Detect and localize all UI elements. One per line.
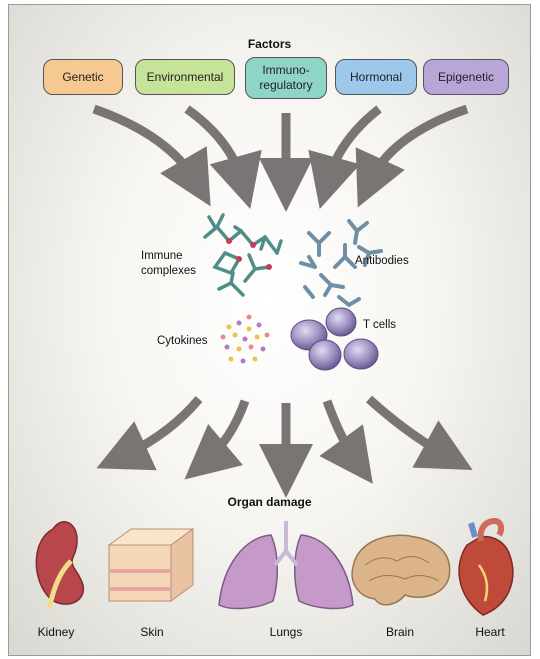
output-arrows [96, 395, 473, 498]
organ-label-heart: Heart [475, 625, 505, 639]
heart-icon [458, 517, 514, 616]
cytokines-graphic [220, 314, 270, 364]
factor-epigenetic-label: Epigenetic [437, 69, 495, 84]
arrow-to-kidney [96, 396, 203, 471]
t-cells-label: T cells [363, 319, 397, 331]
antibodies-label: Antibodies [355, 255, 409, 267]
factor-immunoregulatory-label: Immuno- regulatory [259, 63, 313, 92]
arrow-to-heart [365, 395, 473, 471]
factor-genetic-label: Genetic [62, 69, 104, 84]
arrow-environmental [184, 105, 262, 210]
factor-environmental-label: Environmental [146, 69, 224, 84]
organ-label-skin: Skin [140, 625, 164, 639]
lungs-icon [218, 521, 354, 610]
arrow-to-skin [184, 399, 250, 480]
factor-epigenetic: Epigenetic [423, 59, 509, 95]
antibodies-graphic [299, 219, 383, 308]
immune-complexes-graphic [203, 213, 283, 297]
kidney-icon [35, 521, 84, 610]
cytokines-label: Cytokines [157, 335, 208, 347]
arrow-to-brain [319, 399, 373, 484]
factor-environmental: Environmental [135, 59, 235, 95]
organ-label-brain: Brain [385, 625, 414, 639]
arrow-genetic [92, 104, 211, 207]
factors-title: Factors [247, 37, 292, 51]
diagram-frame: Factors Genetic Environmental Immuno- re… [8, 4, 531, 656]
arrow-hormonal [308, 105, 382, 210]
factor-hormonal-label: Hormonal [349, 69, 403, 84]
immune-complexes-label: Immune complexes [141, 250, 196, 277]
factor-hormonal: Hormonal [335, 59, 417, 95]
organ-label-lungs: Lungs [269, 625, 303, 639]
t-cells-graphic [290, 307, 379, 371]
organ-damage-title: Organ damage [227, 495, 312, 509]
factor-immunoregulatory: Immuno- regulatory [245, 57, 327, 99]
factor-genetic: Genetic [43, 59, 123, 95]
input-arrows [92, 104, 469, 212]
arrow-epigenetic [355, 104, 469, 208]
brain-icon [351, 534, 451, 606]
skin-icon [107, 528, 195, 602]
organ-label-kidney: Kidney [37, 625, 75, 639]
diagram-artwork [35, 104, 514, 616]
